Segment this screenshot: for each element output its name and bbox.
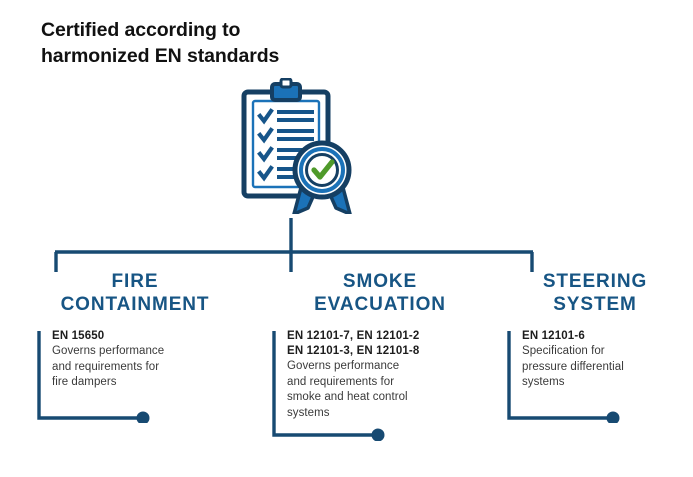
column-heading-smoke-evacuation: SMOKE EVACUATION (270, 270, 490, 316)
column-smoke-evacuation: SMOKE EVACUATION EN 12101-7, EN 12101-2 … (270, 270, 490, 441)
bracket-fire-containment (35, 329, 155, 423)
bracket-steering-system (505, 329, 630, 423)
desc-line-1: Specification for (522, 345, 605, 357)
standard-code-steering-system: EN 12101-6 (522, 330, 585, 342)
heading-line-2: CONTAINMENT (60, 294, 210, 315)
heading-line-1: SMOKE (342, 271, 418, 292)
desc-line-3: systems (522, 376, 565, 388)
desc-line-1: Governs performance (52, 345, 165, 357)
column-heading-steering-system: STEERING SYSTEM (505, 270, 685, 316)
heading-line-2: EVACUATION (314, 294, 446, 315)
standard-code-fire-containment: EN 15650 (52, 330, 105, 342)
detail-block-fire-containment: EN 15650 Governs performance and require… (35, 329, 235, 423)
standard-code-smoke-evacuation-line-2: EN 12101-3, EN 12101-8 (287, 345, 420, 357)
certificate-clipboard-icon (236, 78, 360, 214)
desc-line-4: systems (287, 406, 330, 419)
desc-line-3: fire dampers (52, 376, 117, 388)
page-title-line-2: harmonized EN standards (41, 45, 280, 67)
column-heading-fire-containment: FIRE CONTAINMENT (35, 270, 235, 316)
detail-block-smoke-evacuation: EN 12101-7, EN 12101-2 EN 12101-3, EN 12… (270, 329, 490, 441)
standard-description-smoke-evacuation: Governs performance and requirements for… (287, 359, 490, 421)
desc-line-2: pressure differential (522, 360, 624, 373)
standard-code-smoke-evacuation: EN 12101-7, EN 12101-2 (287, 330, 420, 342)
desc-line-1: Governs performance (287, 360, 400, 372)
standard-description-fire-containment: Governs performance and requirements for… (52, 344, 235, 391)
column-steering-system: STEERING SYSTEM EN 12101-6 Specification… (505, 270, 685, 423)
standard-description-steering-system: Specification for pressure differential … (522, 344, 685, 391)
detail-block-steering-system: EN 12101-6 Specification for pressure di… (505, 329, 685, 423)
heading-line-1: FIRE (111, 271, 159, 292)
page-title: Certified according to harmonized EN sta… (41, 17, 381, 69)
desc-line-2: and requirements for (52, 360, 160, 373)
heading-line-2: SYSTEM (553, 294, 637, 315)
page-title-line-1: Certified according to (41, 19, 241, 41)
desc-line-3: smoke and heat control (287, 391, 408, 403)
desc-line-2: and requirements for (287, 375, 395, 388)
column-fire-containment: FIRE CONTAINMENT EN 15650 Governs perfor… (35, 270, 235, 423)
heading-line-1: STEERING (542, 271, 648, 292)
bracket-smoke-evacuation (270, 329, 400, 441)
